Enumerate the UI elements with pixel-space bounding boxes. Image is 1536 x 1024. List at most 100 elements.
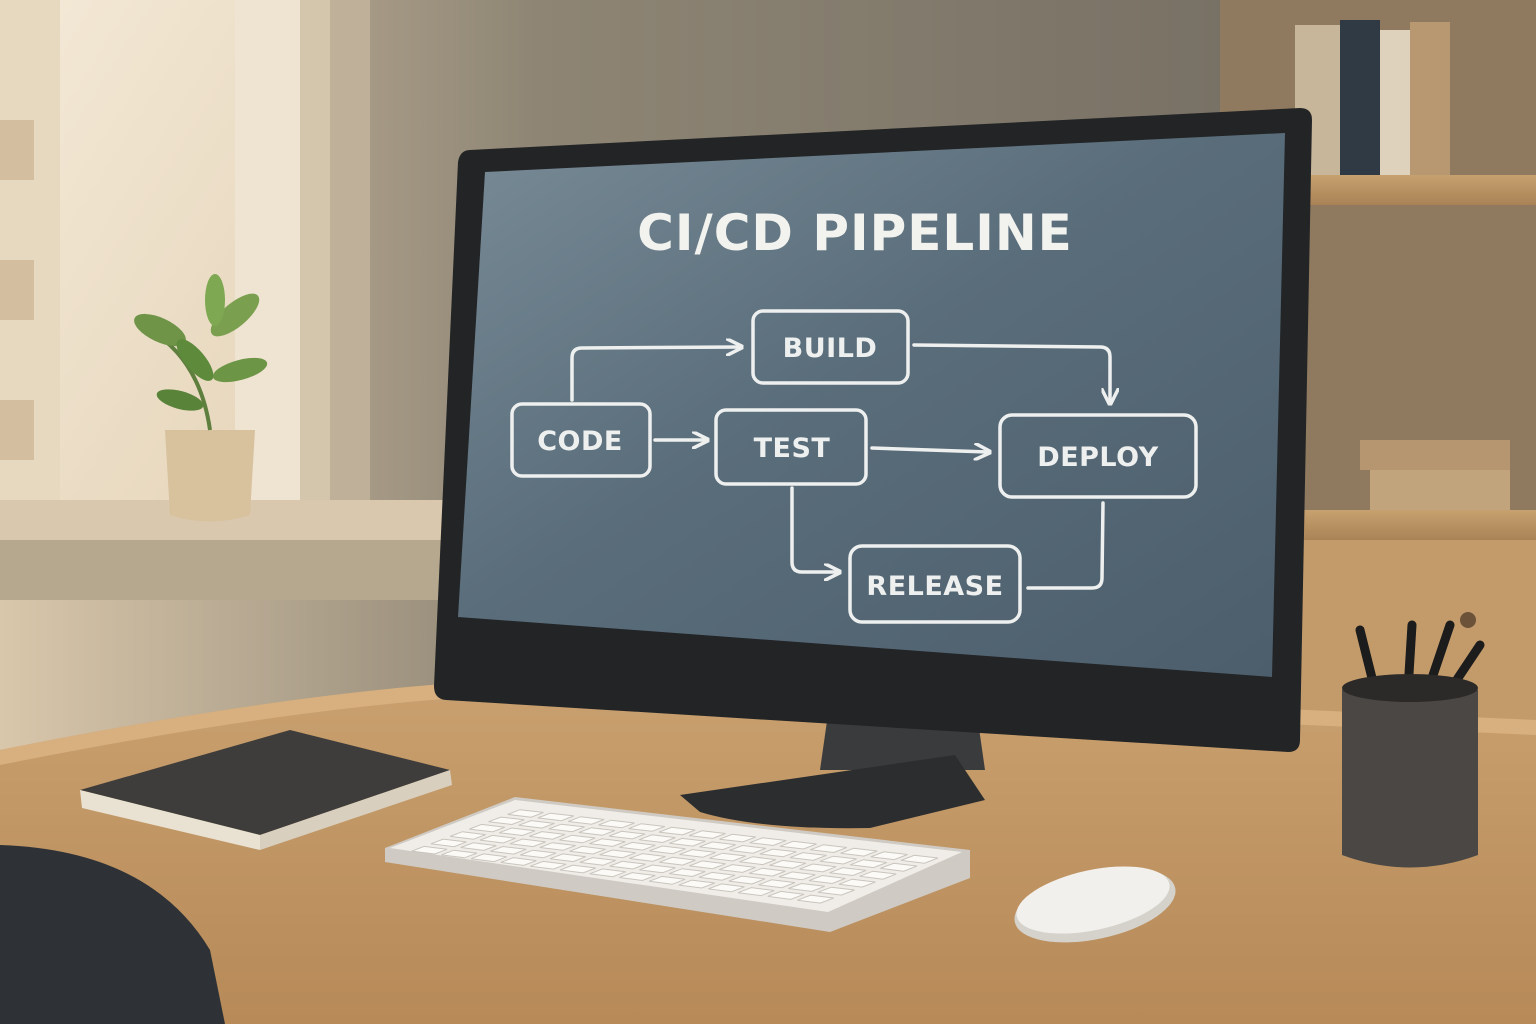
keyboard-key — [619, 841, 656, 851]
keyboard-key — [759, 848, 797, 858]
keyboard-key — [589, 868, 626, 878]
keyboard-key — [599, 849, 636, 859]
notebook — [80, 730, 452, 850]
keyboard-key — [749, 867, 786, 877]
window — [0, 0, 470, 600]
keyboard-key — [838, 878, 876, 888]
keyboard-key — [678, 879, 715, 889]
keyboard-key — [709, 852, 746, 862]
keyboard-key — [749, 837, 787, 847]
keyboard-key — [509, 838, 546, 848]
keyboard-key — [698, 871, 736, 881]
keyboard-key — [669, 868, 706, 878]
keyboard-key — [639, 834, 676, 844]
release-node-box — [848, 544, 1022, 624]
keyboard-key — [520, 849, 557, 859]
keyboard-key — [539, 842, 576, 851]
keyboard-key — [460, 842, 497, 851]
build-node-box — [751, 309, 910, 385]
pipeline-title: CI/CD PIPELINE — [637, 204, 1073, 262]
keyboard-key — [900, 854, 939, 864]
arrow-code-to-build — [570, 347, 740, 402]
keyboard-key — [490, 845, 527, 855]
keyboard-key — [728, 875, 766, 885]
keyboard-key — [518, 820, 555, 829]
monitor-screen — [458, 133, 1285, 677]
keyboard-key — [470, 853, 507, 863]
keyboard-key — [779, 840, 817, 850]
keyboard-key — [598, 819, 635, 829]
keyboard-key — [799, 863, 837, 873]
deploy-node-label: DEPLOY — [1037, 442, 1158, 473]
keyboard-key — [658, 826, 696, 836]
keyboard-key — [719, 864, 756, 873]
keyboard-key — [537, 812, 574, 822]
keyboard-key — [499, 827, 536, 837]
keyboard-key — [819, 855, 857, 865]
keyboard-key — [737, 887, 775, 897]
release-node-label: RELEASE — [866, 571, 1003, 602]
keyboard — [385, 797, 970, 932]
keyboard-key — [840, 847, 878, 857]
keyboard-key — [500, 857, 537, 866]
keyboard-key — [788, 882, 825, 892]
keyboard-key — [579, 857, 616, 866]
keyboard-key — [679, 849, 716, 858]
keyboard-key — [639, 864, 676, 874]
keyboard-key — [569, 845, 606, 855]
keyboard-key — [648, 875, 686, 885]
keyboard-key — [449, 831, 486, 840]
keyboard-key — [689, 830, 726, 839]
build-node-label: BUILD — [783, 333, 878, 364]
keyboard-key — [609, 860, 646, 870]
deploy-node-box — [998, 413, 1198, 499]
keyboard-key — [488, 816, 525, 826]
potted-plant — [134, 274, 268, 522]
keyboard-key — [669, 837, 706, 847]
keyboard-key — [548, 823, 585, 833]
keyboard-key — [507, 809, 544, 818]
keyboard-key — [789, 852, 827, 861]
line-deploy-to-release — [1026, 501, 1105, 590]
keyboard-key — [559, 834, 596, 844]
pipeline-diagram: CI/CD PIPELINE BUILD CODE TEST DEPLOY RE… — [510, 204, 1198, 624]
keyboard-key — [411, 845, 448, 855]
keyboard-key — [559, 864, 596, 874]
keyboard-key — [589, 838, 626, 847]
keyboard-key — [850, 859, 887, 869]
keyboard-key — [689, 860, 726, 870]
keyboard-key — [778, 871, 816, 881]
keyboard-key — [649, 845, 686, 855]
keyboard-key — [769, 859, 807, 869]
test-node-box — [714, 408, 868, 486]
keyboard-key — [810, 844, 847, 854]
keyboard-key — [699, 841, 736, 851]
keyboard-key — [797, 894, 834, 904]
keyboard-key — [441, 849, 478, 859]
keyboard-key — [758, 879, 796, 889]
mouse — [1014, 866, 1176, 943]
code-node-box — [510, 402, 652, 478]
keyboard-key — [708, 883, 745, 893]
keyboard-key — [729, 844, 767, 854]
keyboard-key — [619, 872, 656, 882]
keyboard-key — [628, 823, 665, 832]
keyboard-key — [719, 833, 756, 843]
keyboard-key — [479, 834, 516, 844]
keyboard-key — [739, 856, 776, 866]
arrow-test-to-release — [790, 486, 838, 572]
keyboard-key — [529, 831, 566, 840]
keyboard-key — [629, 853, 666, 862]
keyboard-key — [767, 890, 805, 900]
test-node-label: TEST — [754, 433, 831, 464]
keyboard-key — [880, 862, 918, 872]
keyboard-key — [549, 853, 586, 863]
keyboard-key — [568, 816, 605, 825]
keyboard-key — [808, 874, 846, 885]
keyboard-key — [870, 851, 908, 861]
pen-holder — [1342, 620, 1485, 868]
keyboard-key — [859, 870, 897, 880]
arrow-test-to-deploy — [870, 448, 988, 452]
keyboard-key — [530, 860, 567, 870]
